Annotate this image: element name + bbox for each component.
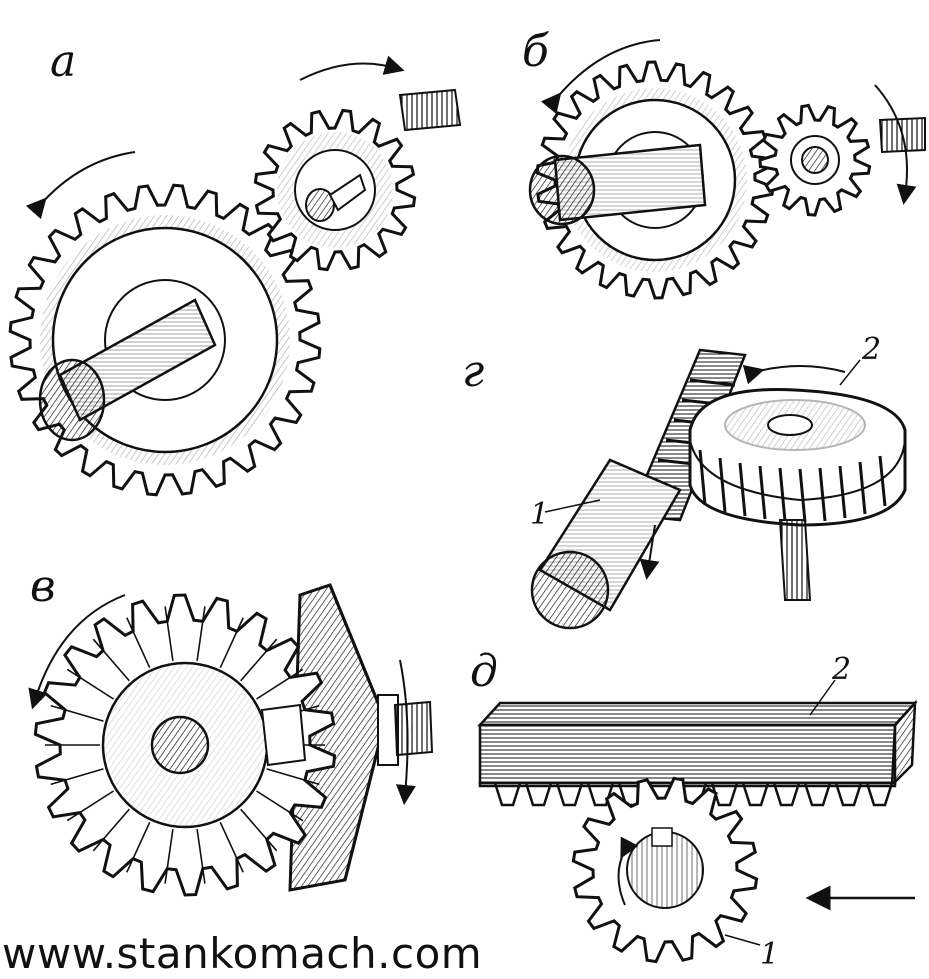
rotation-arrow-icon bbox=[299, 55, 405, 81]
shaft-icon bbox=[393, 700, 434, 757]
panel-label-v: в bbox=[30, 561, 56, 612]
panel-a-spur-gears bbox=[8, 55, 462, 497]
rotation-arrow-icon bbox=[28, 594, 126, 710]
rack-icon bbox=[477, 699, 918, 807]
leader-line-2 bbox=[839, 359, 861, 386]
rotation-arrow-icon bbox=[540, 39, 661, 115]
panel-d-part-2: 2 bbox=[832, 652, 852, 687]
panel-label-d: д bbox=[470, 646, 498, 697]
rotation-arrow-icon bbox=[874, 84, 917, 205]
shaft-icon bbox=[38, 298, 217, 442]
rotation-arrow-icon bbox=[639, 524, 660, 580]
bevel-gear-right-icon bbox=[288, 583, 399, 892]
shaft-end-icon bbox=[398, 88, 462, 132]
panel-g-part-1: 1 bbox=[530, 497, 550, 532]
panel-label-a: а bbox=[50, 36, 77, 87]
panel-label-b: б bbox=[522, 26, 549, 77]
rotation-arrow-icon bbox=[742, 364, 846, 385]
rotation-arrow-icon bbox=[25, 151, 136, 220]
panel-d-part-1: 1 bbox=[760, 937, 780, 972]
rotation-arrow-icon bbox=[395, 659, 416, 805]
panel-v-bevel-gears bbox=[28, 583, 434, 897]
shaft-icon bbox=[528, 143, 707, 226]
rotation-arrow-icon bbox=[617, 836, 639, 906]
panel-b-spur-gears bbox=[528, 39, 926, 300]
spur-gear-small-icon bbox=[758, 103, 872, 217]
spur-gear-small-icon bbox=[253, 108, 417, 272]
panel-d-rack-pinion bbox=[477, 679, 918, 964]
panel-g-part-2: 2 bbox=[862, 332, 882, 367]
panel-label-g: г bbox=[462, 346, 485, 397]
hub-icon bbox=[260, 703, 307, 767]
worm-icon bbox=[628, 348, 747, 522]
leader-line-1 bbox=[724, 934, 761, 946]
bevel-gear-left-icon bbox=[33, 593, 337, 897]
leader-line-2 bbox=[809, 679, 836, 716]
worm-wheel-icon bbox=[688, 388, 907, 527]
pinion-icon bbox=[571, 776, 759, 964]
shaft-icon bbox=[778, 519, 812, 601]
leader-line-1 bbox=[544, 499, 601, 513]
website-footer: www.stankomach.com bbox=[2, 929, 483, 978]
panel-g-worm-gear bbox=[530, 348, 907, 630]
shaft-icon bbox=[530, 458, 682, 630]
